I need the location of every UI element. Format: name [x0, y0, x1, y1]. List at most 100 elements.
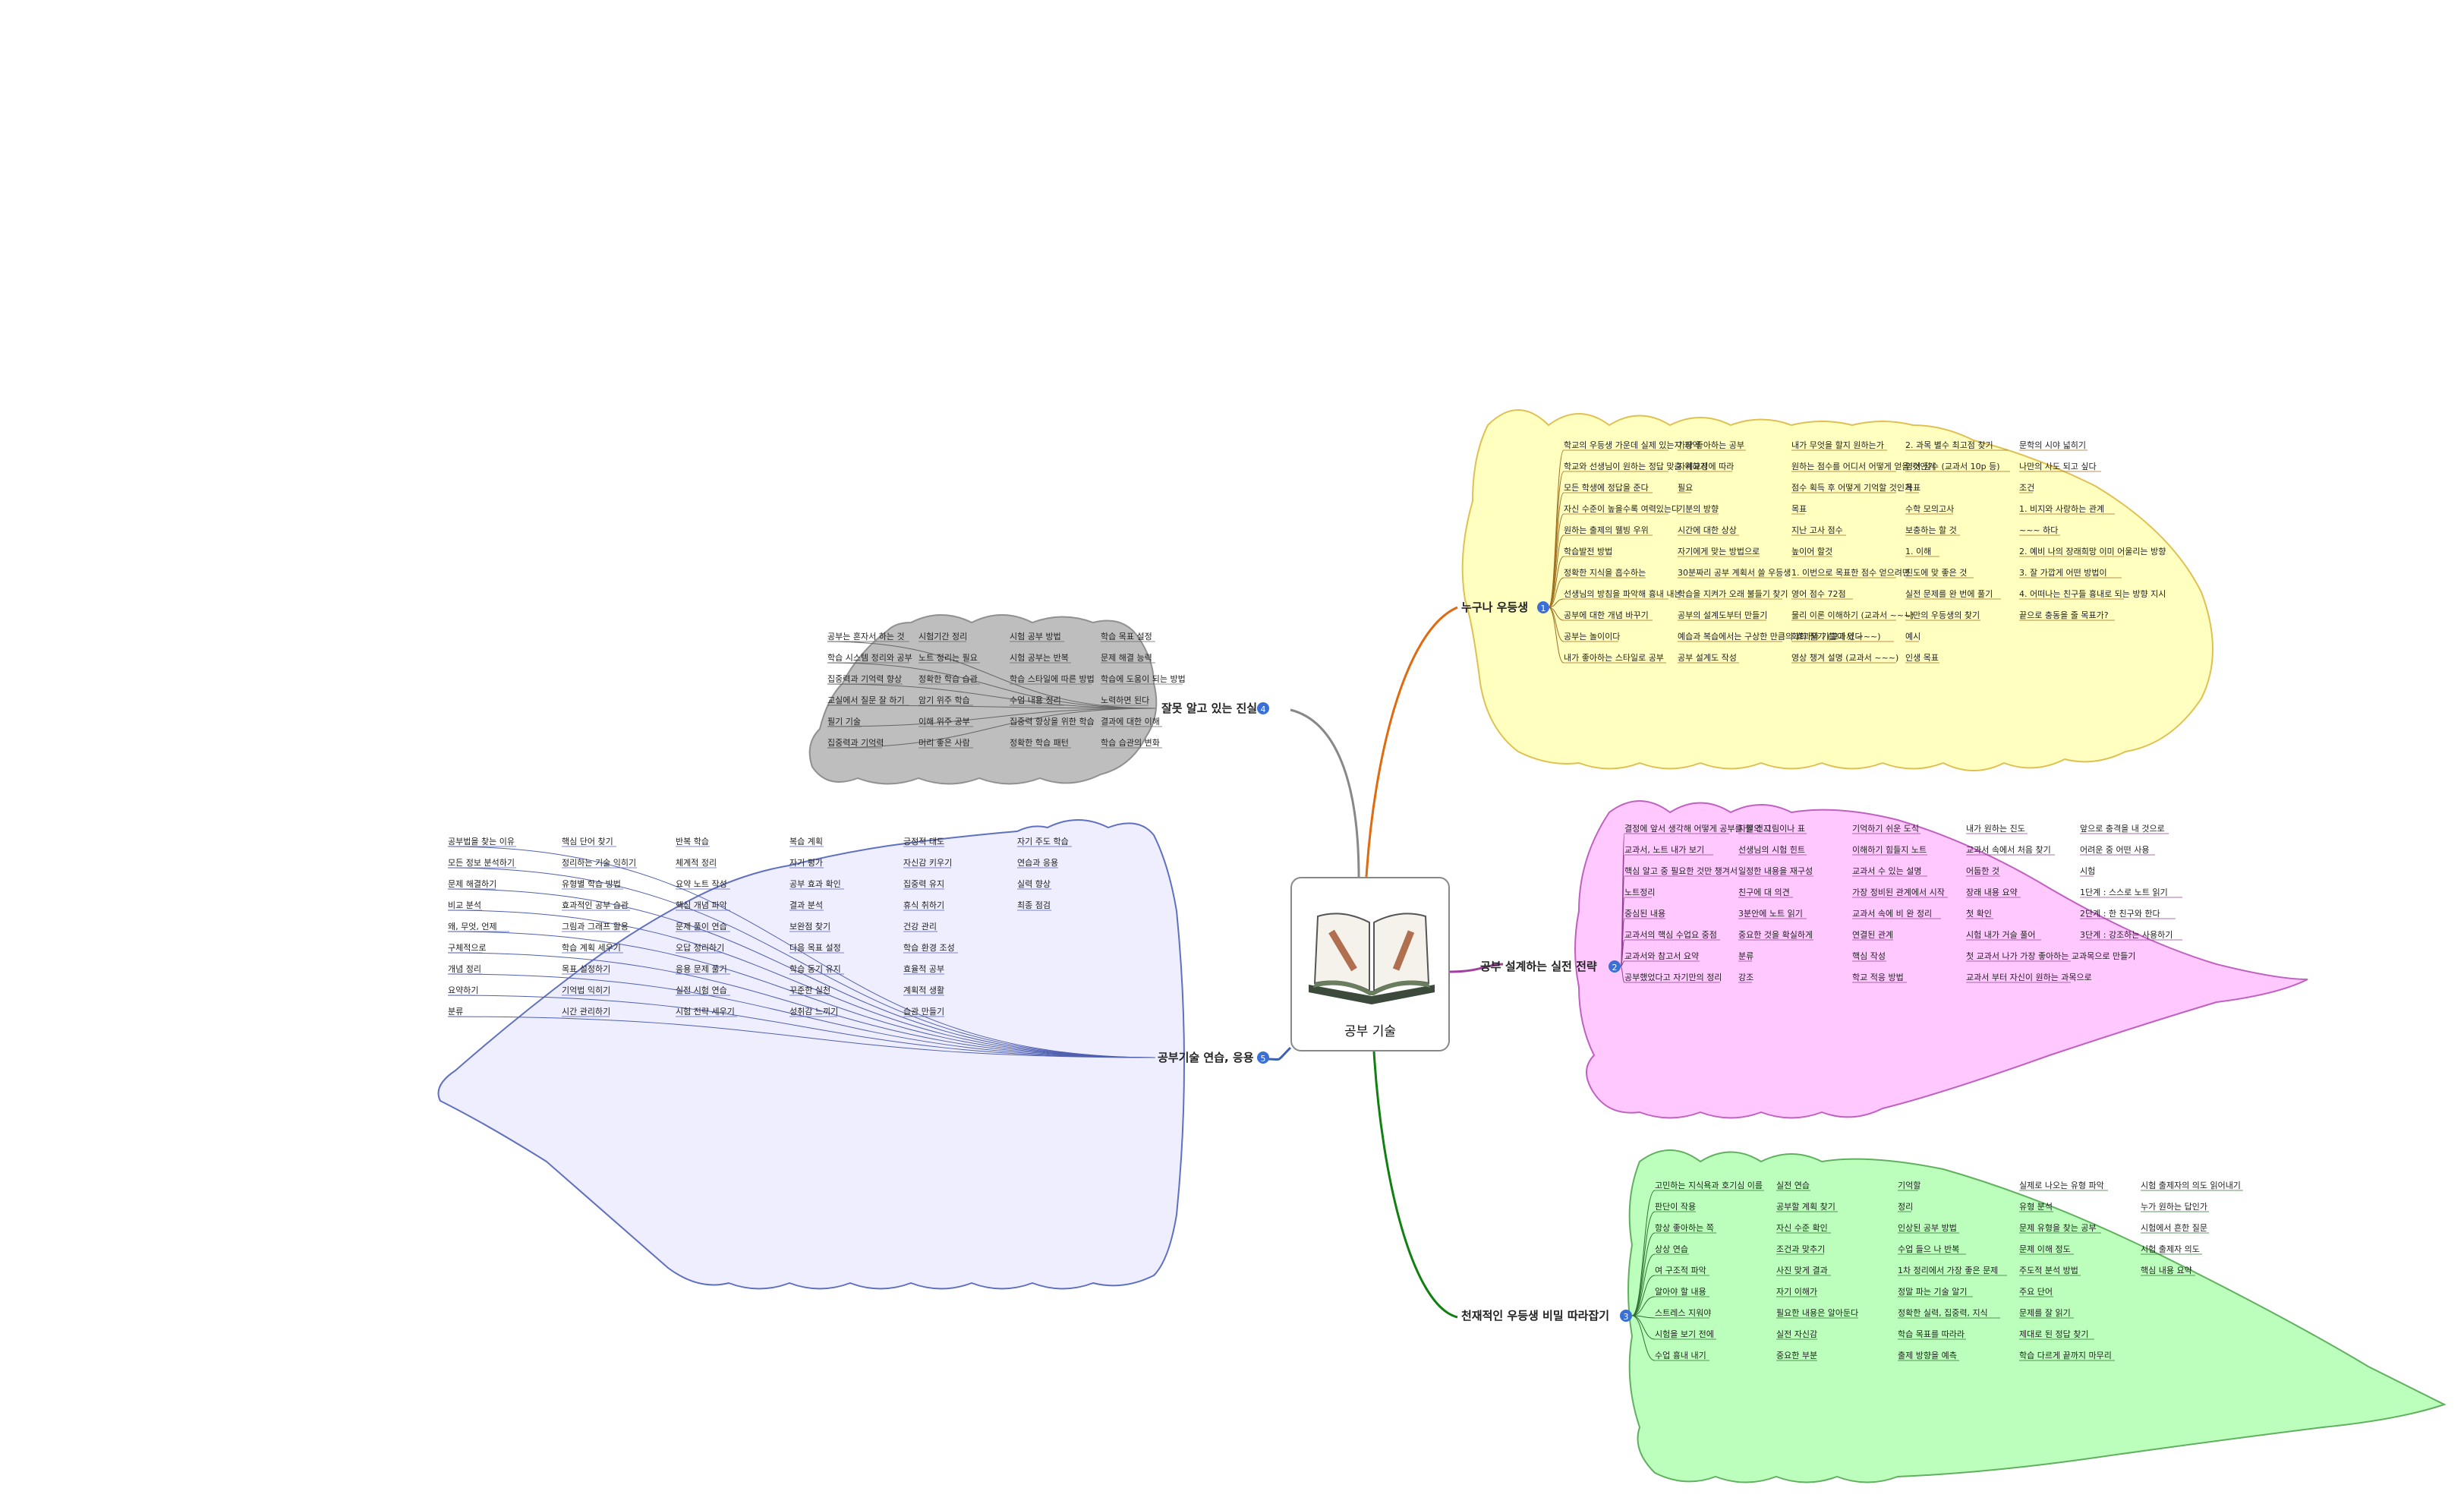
leaf-label[interactable]: 여 구조적 파악 — [1655, 1266, 1706, 1275]
leaf-label[interactable]: 학교의 우등생 가운데 실제 있는지 파악 — [1564, 440, 1700, 450]
leaf-label[interactable]: 1. 이해 — [1905, 546, 1931, 556]
leaf-label[interactable]: 30분짜리 공부 계획서 쓸 우등생 — [1678, 568, 1791, 578]
branch-node-2[interactable]: 공부 설계하는 실전 전략 2 — [1480, 960, 1621, 973]
leaf-label[interactable]: 4. 어떠나는 친구들 흉내로 되는 방향 지시 — [2019, 588, 2166, 599]
leaf-label[interactable]: 핵심 내용 요약 — [2141, 1265, 2192, 1275]
leaf-label[interactable]: 핵심 개념 파악 — [676, 900, 727, 910]
leaf-label[interactable]: 교과서와 참고서 요약 — [1624, 951, 1699, 961]
leaf-label[interactable]: 2. 과목 별수 최고점 찾기 — [1905, 440, 1993, 450]
leaf-label[interactable]: 교과서, 노트 내가 보기 — [1624, 845, 1704, 855]
branch-badge-3[interactable] — [1620, 1310, 1632, 1322]
leaf-label[interactable]: 목표 — [1905, 483, 1920, 493]
leaf-label[interactable]: 분류 — [1738, 951, 1753, 961]
leaf-label[interactable]: 판단이 작용 — [1655, 1202, 1696, 1212]
leaf-label[interactable]: 교과서 부터 자신이 원하는 과목으로 — [1966, 972, 2092, 982]
leaf-label[interactable]: 자신 수준 확인 — [1776, 1223, 1828, 1233]
leaf-label[interactable]: 휴식 취하기 — [903, 900, 944, 910]
leaf-label[interactable]: 실전 자신감 — [1776, 1329, 1817, 1339]
leaf-label[interactable]: 집중력과 기억력 — [827, 738, 884, 748]
leaf-label[interactable]: 누가 원하는 답인가 — [2141, 1201, 2207, 1212]
leaf-label[interactable]: 꾸준한 실천 — [789, 985, 830, 995]
leaf-label[interactable]: 효과적인 공부 습관 — [562, 900, 629, 910]
branch-badge-2[interactable] — [1609, 960, 1621, 973]
leaf-label[interactable]: 선생님의 시험 힌트 — [1738, 845, 1805, 855]
leaf-label[interactable]: 복습 계획 — [789, 837, 823, 847]
leaf-label[interactable]: 습관 만들기 — [903, 1007, 944, 1017]
leaf-label[interactable]: 문제 해결 능력 — [1101, 652, 1152, 663]
leaf-label[interactable]: 노트 정리는 필요 — [918, 653, 978, 663]
leaf-label[interactable]: 항상 좋아하는 쪽 — [1655, 1222, 1714, 1233]
leaf-label[interactable]: 학교와 선생님이 원하는 정답 맞춤 위하기 — [1564, 461, 1708, 471]
leaf-label[interactable]: 공부에 대한 개념 바꾸기 — [1564, 610, 1649, 620]
leaf-label[interactable]: 나만의 우등생의 찾기 — [1905, 610, 1980, 620]
leaf-label[interactable]: 필요한 내용은 알아둔다 — [1776, 1307, 1858, 1318]
leaf-label[interactable]: 수업 내용 정리 — [1010, 695, 1061, 705]
leaf-label[interactable]: 시험 공부는 반복 — [1010, 653, 1069, 663]
leaf-label[interactable]: 정리하는 기술 익히기 — [562, 857, 636, 868]
leaf-label[interactable]: 구체적으로 — [448, 943, 487, 953]
leaf-label[interactable]: 보완점 찾기 — [789, 922, 830, 932]
leaf-label[interactable]: 연결된 관계 — [1852, 930, 1893, 940]
leaf-label[interactable]: 정확한 지식을 흡수하는 — [1564, 567, 1646, 578]
leaf-label[interactable]: 노트정리 — [1624, 887, 1655, 897]
leaf-label[interactable]: 교과서 수 있는 설명 — [1852, 866, 1921, 876]
leaf-label[interactable]: 중요한 부분 — [1776, 1351, 1817, 1360]
leaf-label[interactable]: 가장 좋아하는 공부 — [1678, 440, 1744, 450]
leaf-label[interactable]: 선생님의 방침을 파악해 흉내 내는 — [1564, 588, 1682, 599]
leaf-label[interactable]: 중심된 내용 — [1624, 909, 1665, 919]
leaf-label[interactable]: 자필의 그림이나 표 — [1738, 824, 1805, 834]
leaf-label[interactable]: 유형별 학습 방법 — [562, 879, 621, 889]
leaf-label[interactable]: 노력하면 된다 — [1101, 695, 1149, 705]
leaf-label[interactable]: 인상된 공부 방법 — [1898, 1223, 1957, 1233]
leaf-label[interactable]: 문제를 잘 읽기 — [2019, 1308, 2071, 1318]
leaf-label[interactable]: 문제 이해 정도 — [2019, 1244, 2071, 1254]
leaf-label[interactable]: 왜, 무엇, 언제 — [448, 922, 497, 932]
leaf-label[interactable]: 강조 — [1738, 973, 1753, 982]
leaf-label[interactable]: 결정에 앞서 생각해 어떻게 공부를 할 건지 — [1624, 823, 1771, 834]
leaf-label[interactable]: 물리 이론 이해하기 (교과서 ~~~) — [1791, 610, 1914, 620]
leaf-label[interactable]: 요약 노트 작성 — [676, 878, 727, 889]
leaf-label[interactable]: 정리 — [1898, 1202, 1913, 1212]
leaf-label[interactable]: 암기 위주 학습 — [918, 695, 970, 705]
leaf-label[interactable]: 기분의 방향 — [1678, 504, 1719, 514]
leaf-label[interactable]: 고민하는 지식욕과 호기심 이름 — [1655, 1180, 1763, 1190]
leaf-label[interactable]: 응용 문제 풀기 — [676, 964, 727, 974]
leaf-label[interactable]: 자기 평가 — [789, 858, 823, 868]
leaf-label[interactable]: 수학 모의고사 — [1905, 504, 1954, 514]
leaf-label[interactable]: 정확한 학습 습관 — [918, 674, 978, 684]
leaf-label[interactable]: 장래 내용 요약 — [1966, 887, 2018, 897]
leaf-label[interactable]: 끝으로 충동을 줄 목표가? — [2019, 610, 2109, 620]
leaf-label[interactable]: 1. 비지와 사랑하는 관계 — [2019, 503, 2104, 514]
leaf-label[interactable]: 핵심 작성 — [1852, 951, 1886, 961]
leaf-label[interactable]: 기억법 익히기 — [562, 985, 610, 995]
leaf-label[interactable]: 주요 단어 — [2019, 1287, 2053, 1297]
branch-node-1[interactable]: 누구나 우등생 1 — [1461, 601, 1549, 614]
leaf-label[interactable]: 첫 확인 — [1966, 909, 1992, 919]
branch-badge-5[interactable] — [1257, 1051, 1269, 1064]
leaf-label[interactable]: 연습과 응용 — [1017, 858, 1058, 868]
leaf-label[interactable]: 학교 적응 방법 — [1852, 973, 1904, 982]
leaf-label[interactable]: 건강 관리 — [903, 922, 937, 932]
branch-badge-1[interactable] — [1537, 601, 1549, 613]
leaf-label[interactable]: 기억할 — [1898, 1181, 1920, 1190]
leaf-label[interactable]: 공부의 설계도부터 만들기 — [1678, 610, 1767, 620]
leaf-label[interactable]: 학습 동기 유지 — [789, 964, 841, 974]
leaf-label[interactable]: 공부는 놀이이다 — [1564, 632, 1620, 642]
leaf-label[interactable]: 최종 점검 — [1017, 900, 1051, 910]
leaf-label[interactable]: 정말 파는 기술 알기 — [1898, 1286, 1967, 1297]
leaf-label[interactable]: 어려운 중 어떤 사용 — [2080, 845, 2149, 855]
leaf-label[interactable]: 공부했었다고 자기만의 정리 — [1624, 973, 1722, 982]
branch-node-5[interactable]: 공부기술 연습, 응용 5 — [1158, 1051, 1269, 1064]
leaf-label[interactable]: 분류 — [448, 1007, 463, 1017]
leaf-label[interactable]: 교과서 속에서 처음 찾기 — [1966, 845, 2051, 855]
leaf-label[interactable]: 유형 분석 — [2019, 1202, 2053, 1212]
leaf-label[interactable]: 문제 풀이 연습 — [676, 922, 727, 932]
branch-badge-4[interactable] — [1257, 702, 1269, 714]
leaf-label[interactable]: 자세교정에 따라 — [1678, 462, 1734, 471]
leaf-label[interactable]: 주도적 분석 방법 — [2019, 1266, 2078, 1275]
leaf-label[interactable]: 자기에게 맞는 방법으로 — [1678, 547, 1760, 556]
leaf-label[interactable]: 시험 — [2080, 866, 2095, 876]
leaf-label[interactable]: 자신감 키우기 — [903, 858, 952, 868]
leaf-label[interactable]: 친구에 대 의견 — [1738, 887, 1790, 897]
leaf-label[interactable]: 앞으로 충격을 내 것으로 — [2080, 824, 2165, 834]
